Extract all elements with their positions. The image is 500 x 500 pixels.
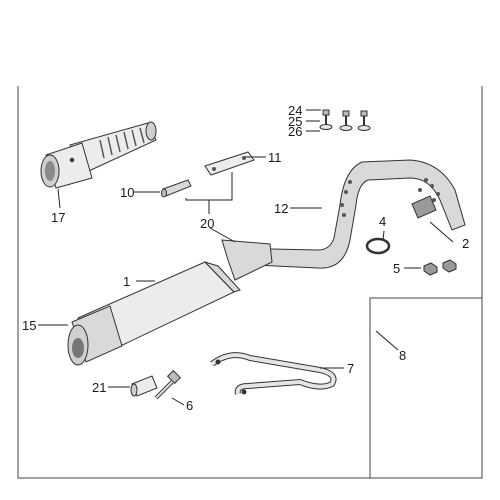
spark-arrestor-insert [40,121,157,189]
callout-1: 1 [123,274,130,289]
callout-11: 11 [268,150,282,165]
muffler-clamp [210,352,337,395]
callout-25: 25 [288,114,302,129]
bolt-set [319,109,371,131]
callout-17: 17 [51,210,65,225]
rubber-sleeve [130,375,158,397]
callout-8: 8 [399,348,406,363]
mounting-bolt [154,369,182,400]
muffler [67,239,273,366]
sleeve [161,179,192,198]
frame-border [17,86,483,479]
callout-20: 20 [200,216,214,231]
callout-26: 26 [288,124,302,139]
callout-4: 4 [379,214,386,229]
flange-nuts [423,259,457,276]
header-pipe [227,159,466,269]
callout-7: 7 [347,361,354,376]
flat-bracket [204,151,255,176]
callout-24: 24 [288,103,302,118]
gasket-ring [365,237,391,255]
callout-15: 15 [22,318,36,333]
inset-box-part-8 [369,297,482,478]
leader-lines [38,109,454,406]
callout-12: 12 [274,201,288,216]
callout-21: 21 [92,380,106,395]
callout-10: 10 [120,185,134,200]
callout-2: 2 [462,236,469,251]
callout-5: 5 [393,261,400,276]
callout-6: 6 [186,398,193,413]
